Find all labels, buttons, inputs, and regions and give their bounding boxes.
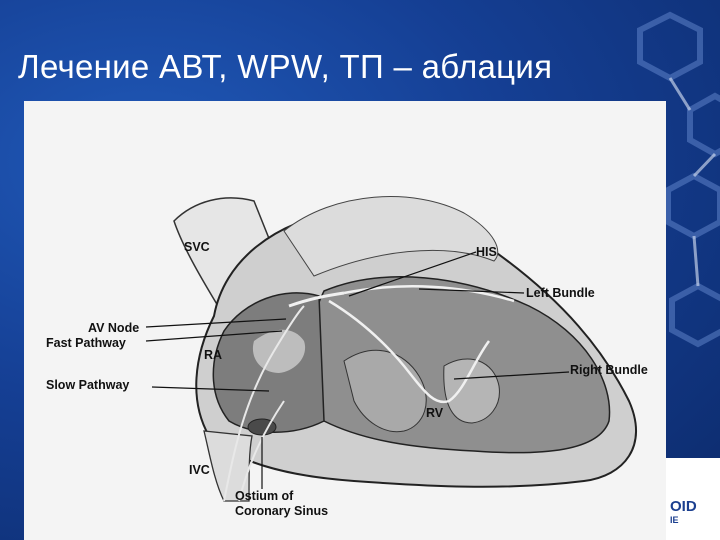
- coronary-sinus-ostium: [247, 418, 277, 436]
- label-slow-pathway: Slow Pathway: [46, 378, 129, 392]
- logo-subtext: IE: [670, 515, 679, 525]
- label-ostium-line2: Coronary Sinus: [235, 504, 328, 518]
- label-svc: SVC: [184, 240, 210, 254]
- label-his: HIS: [476, 245, 497, 259]
- septum-highlight: [252, 329, 306, 373]
- his-bundle: [288, 291, 345, 308]
- right-bundle-branch: [328, 299, 491, 404]
- label-ra: RA: [204, 348, 222, 362]
- heart-diagram-figure: SVC HIS Left Bundle AV Node Fast Pathway…: [24, 101, 666, 540]
- ivc-vessel: [203, 430, 253, 502]
- label-fast-pathway: Fast Pathway: [46, 336, 126, 350]
- slide-title: Лечение АВТ, WPW, ТП – аблация: [18, 48, 553, 85]
- leader-lines: [145, 251, 570, 489]
- label-right-bundle: Right Bundle: [570, 363, 648, 377]
- label-left-bundle: Left Bundle: [526, 286, 595, 300]
- label-ostium-line1: Ostium of: [235, 489, 294, 503]
- left-bundle-branch: [343, 285, 515, 303]
- trabeculae: [343, 349, 427, 433]
- logo-text: OID: [670, 498, 697, 515]
- ablation-catheter: [223, 305, 305, 502]
- epicardial-fat: [283, 196, 499, 277]
- label-av-node: AV Node: [88, 321, 139, 335]
- label-rv: RV: [426, 406, 444, 420]
- logo-panel: [666, 458, 720, 540]
- mapping-catheter: [238, 400, 285, 502]
- heart-conduction-diagram: SVC HIS Left Bundle AV Node Fast Pathway…: [46, 196, 648, 518]
- label-ivc: IVC: [189, 463, 210, 477]
